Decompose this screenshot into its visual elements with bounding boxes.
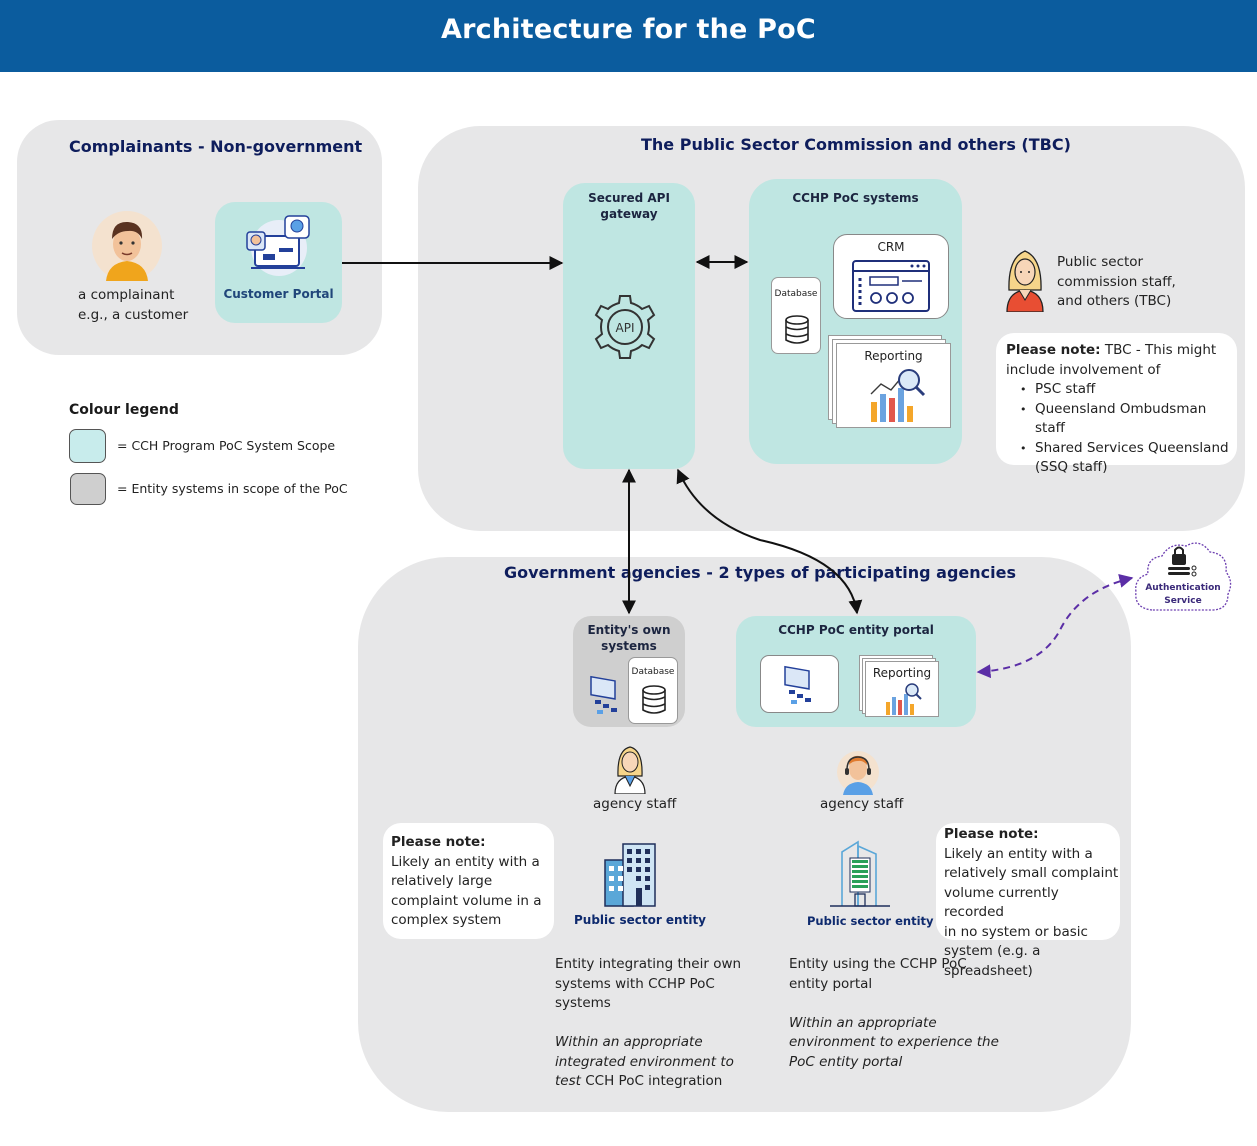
agency-staff-female-icon — [613, 744, 647, 795]
commission-staff-icon — [1004, 246, 1046, 313]
entity-database-box[interactable]: Database — [628, 657, 678, 724]
database-icon — [784, 315, 810, 345]
entity-reporting-label: Reporting — [872, 666, 932, 680]
complainants-title: Complainants - Non-government — [69, 137, 363, 156]
reporting-label: Reporting — [864, 349, 923, 363]
title-banner: Architecture for the PoC — [0, 0, 1257, 72]
computer-network-icon — [587, 670, 627, 718]
complainant-avatar-icon — [92, 211, 162, 281]
right-entity-description: Entity using the CCHP PoC entity portal … — [789, 956, 999, 1070]
note-item: PSC staff — [1006, 380, 1237, 400]
cchp-systems-title: CCHP PoC systems — [792, 191, 919, 205]
crm-label: CRM — [877, 240, 905, 254]
database-box[interactable]: Database — [771, 277, 821, 354]
entity-systems-title: Entity's own systems — [587, 623, 671, 653]
database-label: Database — [774, 289, 818, 299]
reporting-chart-icon — [867, 368, 927, 424]
entity-database-icon — [641, 685, 667, 715]
entity-database-label: Database — [631, 667, 675, 677]
note-item: Queensland Ombudsman staff — [1006, 400, 1237, 439]
small-building-icon — [828, 838, 892, 910]
right-entity-label: Public sector entity — [807, 914, 934, 928]
note-item: Shared Services Queensland — [1006, 439, 1237, 459]
customer-portal[interactable]: Customer Portal — [215, 202, 342, 323]
reporting-box[interactable]: Reporting — [836, 343, 951, 428]
crm-dashboard-icon — [852, 260, 930, 312]
computer-network-icon — [781, 662, 821, 710]
complainant-label: a complainant e.g., a customer — [78, 287, 189, 323]
crm-box[interactable]: CRM — [833, 234, 949, 319]
psc-note: Please note: TBC - This might include in… — [996, 333, 1237, 475]
legend-label-grey: = Entity systems in scope of the PoC — [117, 481, 348, 496]
legend-swatch-grey — [70, 473, 106, 505]
portal-users-icon — [245, 214, 313, 276]
api-gateway-title: Secured API gateway — [588, 191, 670, 221]
authentication-service-cloud[interactable]: Authentication Service — [1132, 538, 1234, 616]
auth-to-entity-portal-arrow — [976, 574, 1134, 679]
right-agency-staff-label: agency staff — [820, 796, 904, 812]
note-item-cont: (SSQ staff) — [1035, 459, 1108, 475]
entity-portal-title: CCHP PoC entity portal — [778, 623, 934, 637]
large-building-icon — [603, 842, 657, 908]
svg-text:API: API — [616, 321, 635, 335]
authentication-service-label: Authentication Service — [1145, 583, 1221, 606]
left-entity-note: Please note: Likely an entity with a rel… — [383, 823, 554, 939]
left-agency-staff-label: agency staff — [593, 796, 677, 812]
reporting-chart-icon — [884, 682, 924, 716]
left-entity-description: Entity integrating their own systems wit… — [555, 956, 742, 1089]
entity-portal-computer-box[interactable] — [760, 655, 839, 713]
agency-staff-male-headset-icon — [837, 751, 879, 795]
left-entity-label: Public sector entity — [574, 913, 707, 927]
api-gear-icon: API — [592, 294, 658, 360]
gateway-to-entity-portal-arrow — [676, 468, 863, 615]
customer-portal-label: Customer Portal — [223, 287, 334, 301]
entity-reporting-box[interactable]: Reporting — [865, 661, 939, 717]
psc-title: The Public Sector Commission and others … — [641, 135, 1071, 154]
page-title: Architecture for the PoC — [441, 14, 816, 45]
legend-title: Colour legend — [69, 402, 179, 418]
legend-swatch-teal — [69, 429, 106, 463]
api-gateway[interactable]: Secured API gateway API — [563, 183, 695, 469]
right-entity-note: Please note: Likely an entity with a rel… — [936, 823, 1120, 979]
commission-staff-label: Public sector commission staff, and othe… — [1057, 254, 1176, 309]
legend-label-teal: = CCH Program PoC System Scope — [117, 438, 336, 453]
